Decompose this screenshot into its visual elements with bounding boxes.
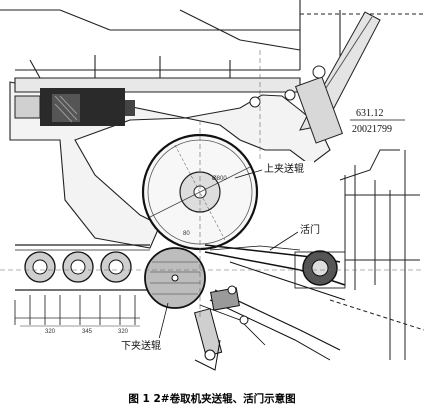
drawing-number-line1: 631.12 — [356, 108, 384, 119]
table-roller-1 — [24, 251, 56, 283]
table-roller-2 — [62, 251, 94, 283]
lower-pinch-roll — [144, 247, 206, 309]
lower-pinch-roll-label: 下夹送辊 — [121, 339, 161, 352]
dim-80: 80 — [183, 231, 190, 237]
figure-caption: 图 1 2#卷取机夹送辊、活门示意图 — [128, 392, 295, 405]
lower-gate-cylinder — [193, 285, 249, 371]
right-frame — [329, 149, 424, 360]
deflector-roll — [294, 250, 346, 289]
dim-320-a: 320 — [45, 329, 56, 335]
dim-320-b: 320 — [118, 329, 129, 335]
leader-lines — [157, 169, 299, 344]
dim-345: 345 — [82, 329, 93, 335]
gate-cylinder-arm — [249, 11, 381, 144]
roller-table — [14, 244, 150, 327]
upper-pinch-roll-label: 上夹送辊 — [264, 162, 304, 175]
gate-label: 活门 — [300, 223, 320, 236]
drawing-number-line2: 20021799 — [352, 124, 392, 135]
hydraulic-cylinder — [14, 88, 135, 126]
table-roller-3 — [100, 251, 132, 283]
centerlines — [0, 50, 424, 320]
roll-diameter-label: Ø800 — [212, 176, 227, 182]
